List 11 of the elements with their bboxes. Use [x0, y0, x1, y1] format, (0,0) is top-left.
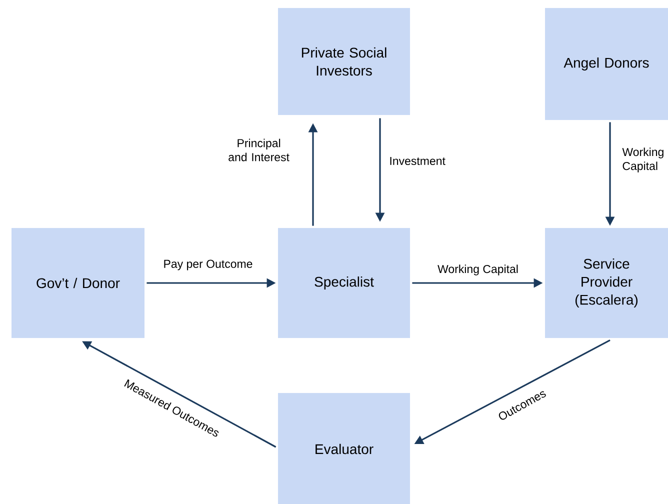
process-box: Gov’t / Donor — [12, 228, 144, 338]
edge-label: Pay per Outcome — [164, 260, 252, 270]
process-box: Angel Donors — [545, 8, 668, 120]
process-box: Service Provider (Escalera) — [545, 228, 668, 338]
process-box: Specialist — [278, 228, 410, 338]
process-box: Private Social Investors — [278, 8, 410, 115]
process-box: Evaluator — [278, 393, 410, 504]
edge-label: Investment — [390, 157, 446, 165]
edge-label: Principal and Interest — [228, 138, 290, 162]
edge-label: Working Capital — [622, 148, 664, 172]
edge-label: Working Capital — [438, 264, 518, 276]
